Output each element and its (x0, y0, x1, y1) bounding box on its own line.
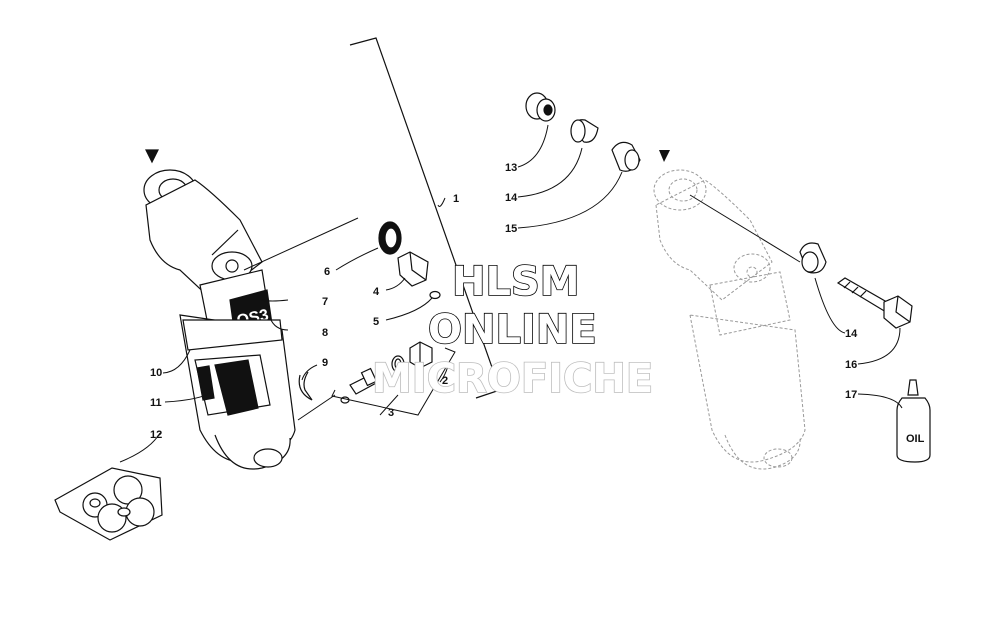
part-17-oil-bottle (896, 379, 931, 463)
callout-4: 4 (373, 286, 380, 298)
callout-11: 11 (150, 397, 162, 409)
part-6-washer (378, 221, 402, 255)
leader-lines (119, 124, 903, 463)
callout-12: 12 (150, 429, 162, 441)
part-13-bushing (525, 92, 556, 122)
callout-14-top: 14 (505, 192, 518, 204)
bracket-1 (349, 37, 501, 399)
callout-6: 6 (324, 266, 330, 278)
top-arrow-left-icon (145, 149, 159, 164)
callout-3: 3 (388, 407, 394, 419)
part-12-decal-sheet (54, 467, 163, 541)
part-3-valve-stem (340, 367, 379, 404)
watermark-line-3: MICROFICHE (372, 356, 653, 402)
callout-10: 10 (150, 367, 162, 379)
callout-1: 1 (453, 193, 459, 205)
callout-14-right: 14 (845, 328, 858, 340)
shock-absorber-ghost (653, 150, 806, 470)
callout-16: 16 (845, 359, 857, 371)
callout-2: 2 (442, 375, 448, 387)
part-2-nut (391, 341, 433, 373)
watermark-line-2: ONLINE (428, 307, 597, 353)
callout-13: 13 (505, 162, 517, 174)
watermark-line-1: HLSM (452, 259, 580, 305)
part-14-spacer-right (799, 242, 827, 274)
part-14-spacer-top (570, 119, 599, 143)
part-16-bolt (836, 277, 913, 329)
shock-absorber-assembly: QS3 (143, 149, 296, 470)
callout-7: 7 (322, 296, 328, 308)
part-5-screw (429, 290, 441, 300)
callout-8: 8 (322, 327, 328, 339)
oil-bottle-label: OIL (906, 433, 925, 445)
part-9-clip (298, 371, 313, 401)
callout-5: 5 (373, 316, 379, 328)
callout-15: 15 (505, 223, 517, 235)
callout-17: 17 (845, 389, 857, 401)
part-4-adjuster-knob (397, 251, 429, 287)
part-15-sleeve (611, 141, 641, 172)
callout-9: 9 (322, 357, 328, 369)
